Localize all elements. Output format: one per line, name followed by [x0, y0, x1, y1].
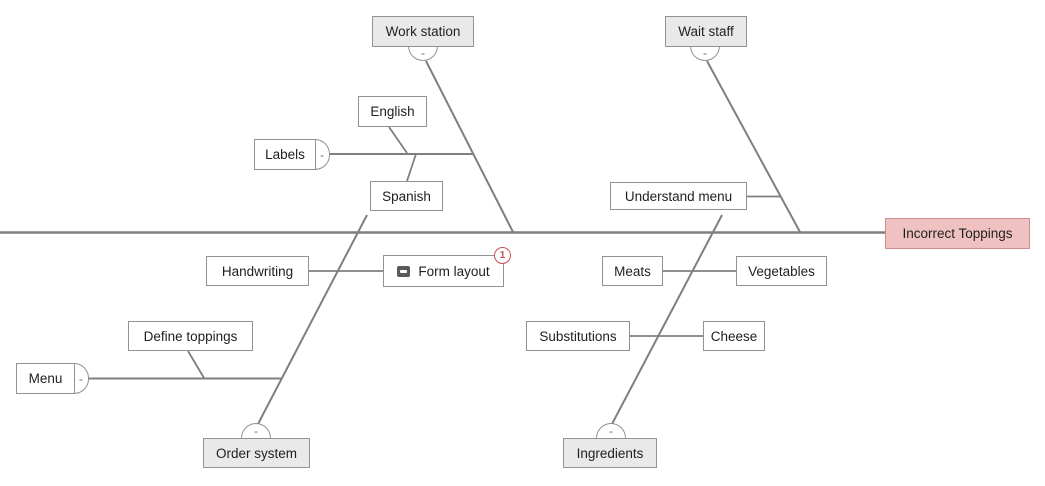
- note-count-badge[interactable]: 1: [494, 247, 511, 264]
- node-form-layout[interactable]: Form layout 1: [383, 247, 511, 287]
- node-spanish[interactable]: Spanish: [370, 181, 443, 211]
- connector-define-toppings: [187, 350, 205, 379]
- node-english[interactable]: English: [358, 96, 427, 127]
- bone-order-system: [257, 214, 368, 425]
- connector-english: [388, 126, 408, 154]
- note-icon: [397, 265, 411, 277]
- node-effect-incorrect-toppings[interactable]: Incorrect Toppings: [885, 218, 1030, 249]
- node-order-system[interactable]: Order system: [203, 438, 310, 468]
- node-wait-staff[interactable]: Wait staff: [665, 16, 747, 47]
- bone-work-station: [425, 60, 514, 233]
- node-substitutions[interactable]: Substitutions: [526, 321, 630, 351]
- node-menu[interactable]: Menu: [16, 363, 75, 394]
- node-meats[interactable]: Meats: [602, 256, 663, 286]
- node-handwriting[interactable]: Handwriting: [206, 256, 309, 286]
- node-understand-menu[interactable]: Understand menu: [610, 182, 747, 210]
- node-define-toppings[interactable]: Define toppings: [128, 321, 253, 351]
- node-cheese[interactable]: Cheese: [703, 321, 765, 351]
- connector-spanish: [406, 153, 417, 182]
- bone-ingredients: [611, 214, 723, 425]
- node-work-station[interactable]: Work station: [372, 16, 474, 47]
- node-form-layout-label: Form layout: [418, 263, 490, 279]
- bone-wait-staff: [706, 60, 801, 233]
- node-vegetables[interactable]: Vegetables: [736, 256, 827, 286]
- node-ingredients[interactable]: Ingredients: [563, 438, 657, 468]
- node-labels[interactable]: Labels: [254, 139, 316, 170]
